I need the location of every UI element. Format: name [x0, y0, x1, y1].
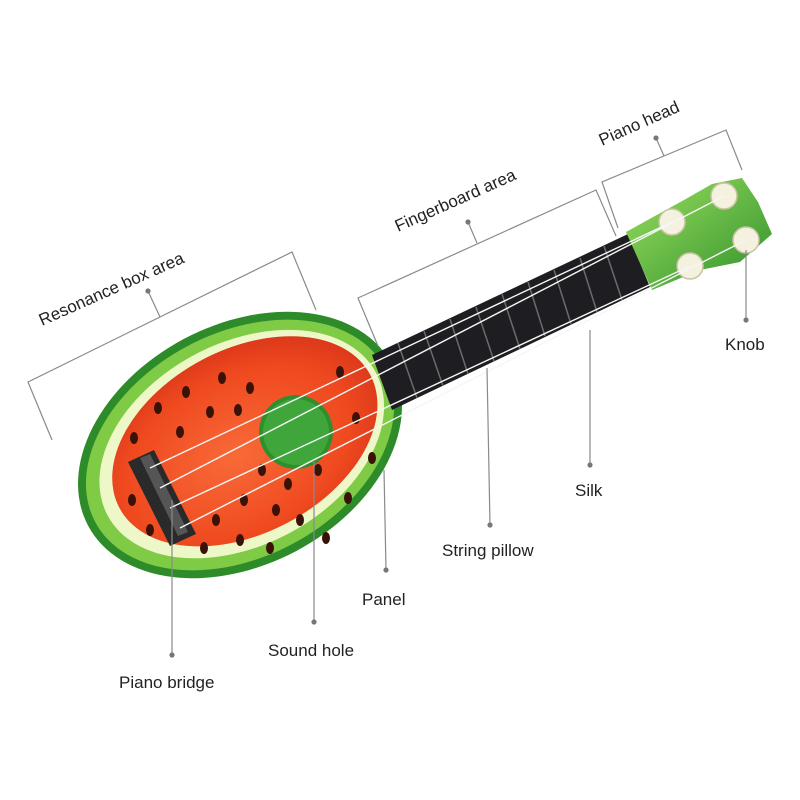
leader-silk: [587, 330, 593, 468]
sound-hole-inner: [263, 399, 329, 465]
strings: [149, 195, 747, 529]
piano-bridge-top: [140, 454, 188, 536]
bracket-resonance: [27, 251, 317, 441]
label-sound-hole: Sound hole: [268, 641, 354, 660]
leader-bridge: [169, 500, 175, 658]
label-string-pillow: String pillow: [442, 541, 534, 560]
seeds: [128, 366, 376, 554]
label-piano-head: Piano head: [596, 97, 682, 149]
knob-group: [658, 182, 760, 280]
label-silk: Silk: [575, 481, 603, 500]
ukulele-body: [78, 311, 402, 579]
label-resonance-box-area: Resonance box area: [36, 248, 188, 329]
label-panel: Panel: [362, 590, 405, 609]
piano-head: [626, 178, 772, 290]
bracket-fingerboard: [357, 189, 617, 347]
label-fingerboard-area: Fingerboard area: [392, 165, 519, 236]
leader-panel: [383, 469, 389, 573]
flesh-panel: [112, 336, 378, 547]
leader-sound-hole: [311, 460, 317, 625]
frets: [397, 245, 623, 399]
leader-knob: [743, 250, 749, 323]
label-knob: Knob: [725, 335, 765, 354]
leader-string-pillow: [486, 367, 493, 528]
bracket-head: [601, 129, 743, 229]
label-piano-bridge: Piano bridge: [119, 673, 214, 692]
